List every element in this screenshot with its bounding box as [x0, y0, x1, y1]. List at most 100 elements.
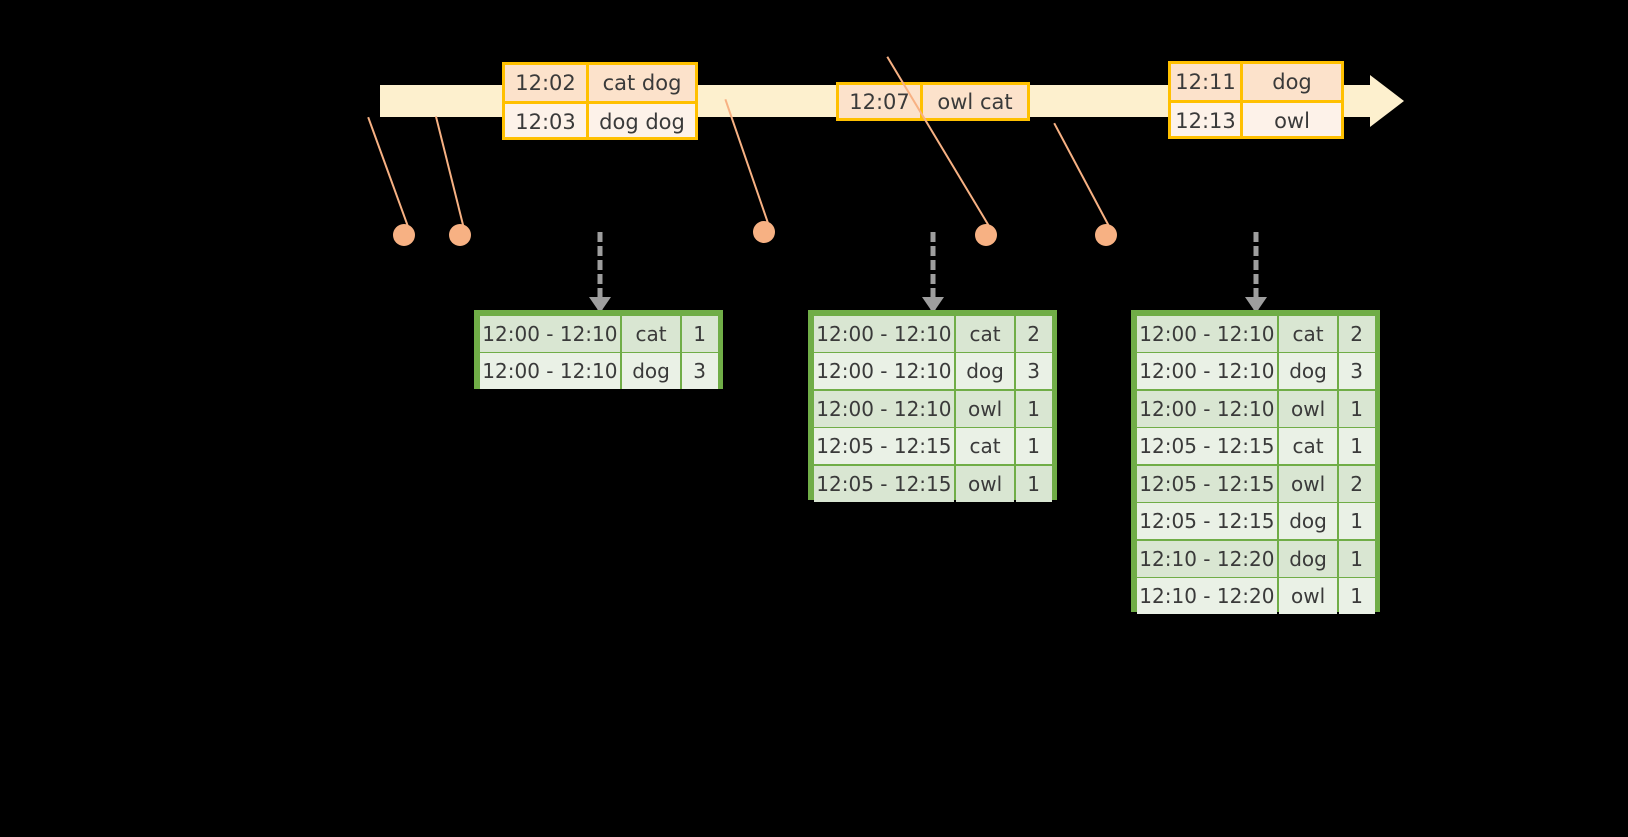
event-row: 12:03 dog dog	[505, 101, 695, 140]
event-row: 12:02 cat dog	[505, 65, 695, 101]
window-cell: 12:05 - 12:15	[813, 465, 955, 502]
window-cell: 12:00 - 12:10	[813, 353, 955, 389]
word-cell: cat	[1278, 428, 1338, 464]
arrow-stem	[597, 232, 603, 312]
event-words: dog dog	[599, 110, 685, 134]
window-cell: 12:00 - 12:10	[813, 390, 955, 427]
table-row: 12:05 - 12:15 cat 1	[1135, 427, 1376, 464]
table-row: 12:00 - 12:10 cat 1	[478, 314, 719, 352]
word-cell: owl	[955, 390, 1015, 427]
event-dot-4	[975, 224, 997, 246]
count-cell: 2	[1015, 315, 1052, 352]
table-row: 12:05 - 12:15 owl 1	[812, 464, 1053, 502]
count-cell: 3	[681, 353, 718, 389]
arrow-stem	[930, 232, 936, 312]
table-row: 12:00 - 12:10 cat 2	[812, 314, 1053, 352]
window-cell: 12:00 - 12:10	[479, 315, 621, 352]
flow-arrow-2	[922, 232, 944, 313]
count-cell: 2	[1338, 465, 1375, 502]
event-box-1: 12:02 cat dog 12:03 dog dog	[502, 62, 698, 140]
window-cell: 12:05 - 12:15	[1136, 428, 1278, 464]
connector-line-3	[724, 98, 772, 233]
table-row: 12:10 - 12:20 owl 1	[1135, 577, 1376, 614]
table-row: 12:05 - 12:15 owl 2	[1135, 464, 1376, 502]
event-time: 12:03	[505, 104, 589, 140]
event-box-3: 12:11 dog 12:13 owl	[1168, 61, 1344, 139]
window-cell: 12:10 - 12:20	[1136, 540, 1278, 577]
event-box-2: 12:07 owl cat	[836, 82, 1030, 121]
count-cell: 1	[681, 315, 718, 352]
table-row: 12:00 - 12:10 dog 3	[478, 352, 719, 389]
window-cell: 12:00 - 12:10	[1136, 315, 1278, 352]
event-row: 12:11 dog	[1171, 64, 1341, 100]
arrow-head	[589, 297, 611, 313]
table-row: 12:00 - 12:10 dog 3	[1135, 352, 1376, 389]
event-words: owl	[1274, 109, 1310, 133]
table-row: 12:05 - 12:15 cat 1	[812, 427, 1053, 464]
arrow-head	[1245, 297, 1267, 313]
event-time: 12:11	[1171, 64, 1243, 100]
event-time: 12:02	[505, 65, 589, 101]
count-cell: 1	[1338, 540, 1375, 577]
word-cell: dog	[1278, 503, 1338, 539]
window-cell: 12:05 - 12:15	[1136, 503, 1278, 539]
table-row: 12:00 - 12:10 owl 1	[1135, 389, 1376, 427]
window-cell: 12:00 - 12:10	[479, 353, 621, 389]
window-cell: 12:00 - 12:10	[1136, 353, 1278, 389]
count-cell: 1	[1338, 390, 1375, 427]
event-words: dog	[1272, 70, 1312, 94]
table-row: 12:10 - 12:20 dog 1	[1135, 539, 1376, 577]
table-row: 12:00 - 12:10 dog 3	[812, 352, 1053, 389]
window-cell: 12:10 - 12:20	[1136, 578, 1278, 614]
flow-arrow-3	[1245, 232, 1267, 313]
connector-line-1	[367, 116, 412, 235]
table-row: 12:00 - 12:10 cat 2	[1135, 314, 1376, 352]
arrow-head	[922, 297, 944, 313]
event-words: owl cat	[937, 89, 1013, 114]
word-cell: cat	[621, 315, 681, 352]
event-dot-1	[393, 224, 415, 246]
result-table-2: 12:00 - 12:10 cat 2 12:00 - 12:10 dog 3 …	[808, 310, 1057, 502]
count-cell: 1	[1338, 578, 1375, 614]
count-cell: 1	[1338, 428, 1375, 464]
window-cell: 12:00 - 12:10	[813, 315, 955, 352]
word-cell: owl	[1278, 390, 1338, 427]
word-cell: cat	[955, 315, 1015, 352]
event-dot-3	[753, 221, 775, 243]
word-cell: dog	[955, 353, 1015, 389]
word-cell: cat	[955, 428, 1015, 464]
result-table-1: 12:00 - 12:10 cat 1 12:00 - 12:10 dog 3	[474, 310, 723, 389]
word-cell: owl	[1278, 465, 1338, 502]
window-cell: 12:00 - 12:10	[1136, 390, 1278, 427]
word-cell: dog	[1278, 353, 1338, 389]
word-cell: dog	[1278, 540, 1338, 577]
event-row: 12:07 owl cat	[839, 85, 1027, 118]
word-cell: dog	[621, 353, 681, 389]
timeline-arrowhead	[1370, 75, 1404, 127]
event-dot-2	[449, 224, 471, 246]
table-row: 12:05 - 12:15 dog 1	[1135, 502, 1376, 539]
count-cell: 1	[1338, 503, 1375, 539]
count-cell: 1	[1015, 428, 1052, 464]
flow-arrow-1	[589, 232, 611, 313]
count-cell: 3	[1015, 353, 1052, 389]
count-cell: 1	[1015, 390, 1052, 427]
window-cell: 12:05 - 12:15	[1136, 465, 1278, 502]
window-cell: 12:05 - 12:15	[813, 428, 955, 464]
event-time: 12:13	[1171, 103, 1243, 139]
arrow-stem	[1253, 232, 1259, 312]
count-cell: 2	[1338, 315, 1375, 352]
event-row: 12:13 owl	[1171, 100, 1341, 139]
word-cell: cat	[1278, 315, 1338, 352]
result-table-3: 12:00 - 12:10 cat 2 12:00 - 12:10 dog 3 …	[1131, 310, 1380, 614]
count-cell: 1	[1015, 465, 1052, 502]
event-words: cat dog	[602, 71, 682, 95]
event-time: 12:07	[839, 85, 923, 118]
count-cell: 3	[1338, 353, 1375, 389]
connector-line-5	[1053, 122, 1114, 234]
table-row: 12:00 - 12:10 owl 1	[812, 389, 1053, 427]
event-dot-5	[1095, 224, 1117, 246]
connector-line-2	[434, 116, 466, 233]
word-cell: owl	[955, 465, 1015, 502]
word-cell: owl	[1278, 578, 1338, 614]
